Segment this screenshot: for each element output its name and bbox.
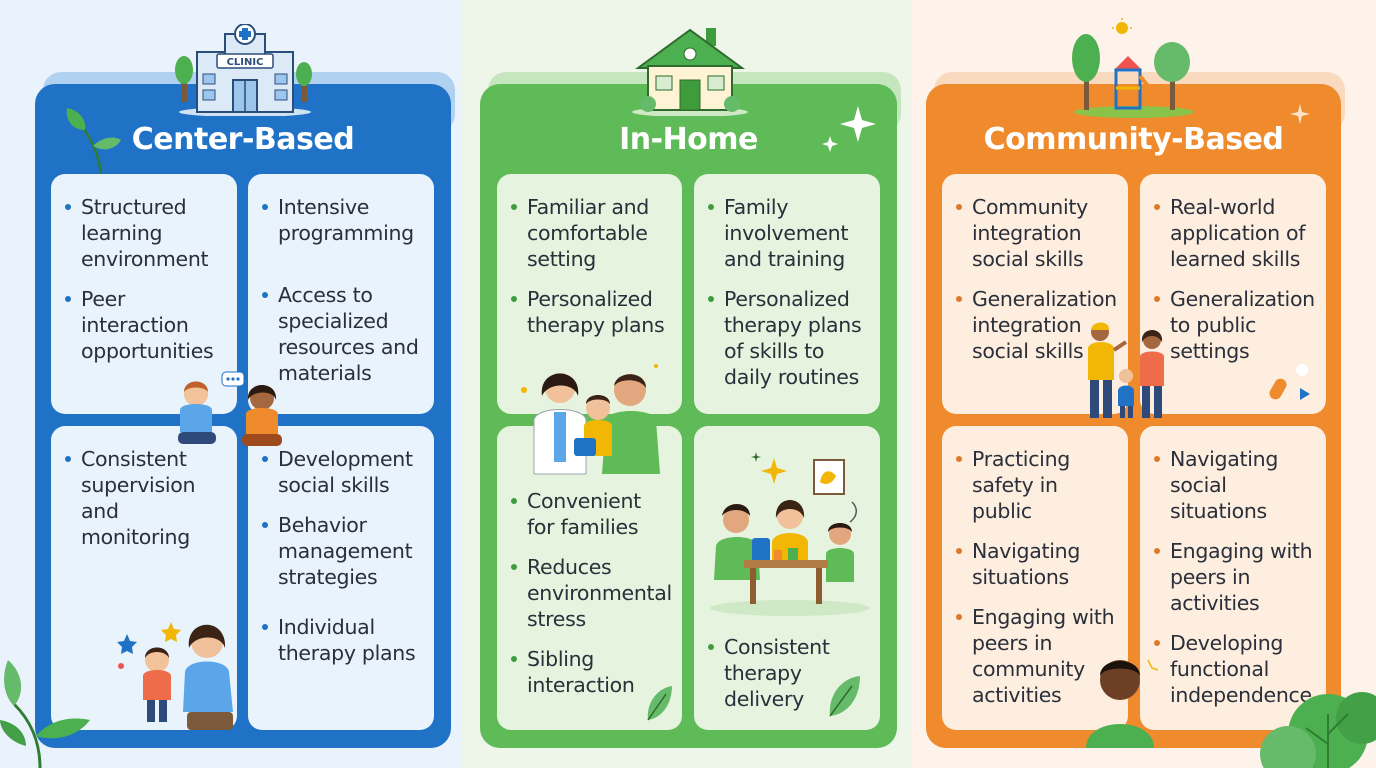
community-card-3-list: Practicing safety in public Navigating s… xyxy=(956,446,1116,708)
family-table-icon xyxy=(710,452,870,616)
home-card-2-list: Family involvement and training Personal… xyxy=(708,194,868,390)
center-card-2-list: Intensive programming Access to speciali… xyxy=(262,194,422,386)
clinic-sign-text: CLINIC xyxy=(227,57,264,68)
list-item: Community integration social skills xyxy=(956,194,1116,272)
center-based-title: Center-Based xyxy=(131,122,355,157)
list-item: Reduces environmental stress xyxy=(511,555,672,631)
list-item: Consistent therapy delivery xyxy=(708,634,868,712)
community-based-panel: Community-Based Community integration so… xyxy=(926,18,1345,748)
list-item: Development social skills xyxy=(262,446,422,498)
list-item: Generalization integration social skills xyxy=(956,287,1117,363)
list-item: Sibling interaction xyxy=(511,646,670,698)
children-playing-icon xyxy=(178,371,282,446)
home-card-3: Convenient for families Reduces environm… xyxy=(497,426,682,730)
leaf-icon xyxy=(66,108,121,175)
list-item: Convenient for families xyxy=(511,488,670,540)
list-item: Personalized therapy plans xyxy=(511,286,670,338)
list-item: Practicing safety in public xyxy=(956,446,1116,524)
community-based-title: Community-Based xyxy=(983,122,1284,157)
center-card-4-list: Development social skills Behavior manag… xyxy=(262,446,422,666)
community-card-1-list: Community integration social skills Gene… xyxy=(956,194,1117,364)
center-card-1-list: Structured learning environment Peer int… xyxy=(65,194,225,364)
home-card-3-list: Convenient for families Reduces environm… xyxy=(511,488,672,698)
leaf-icon xyxy=(647,686,672,721)
list-item: Intensive programming xyxy=(262,194,422,246)
center-card-2: Intensive programming Access to speciali… xyxy=(248,174,434,414)
list-item: Peer interaction opportunities xyxy=(65,286,225,364)
center-card-1: Structured learning environment Peer int… xyxy=(51,174,237,414)
home-card-1-list: Familiar and comfortable setting Persona… xyxy=(511,194,670,338)
leaf-icon xyxy=(829,676,860,717)
list-item: Family involvement and training xyxy=(708,194,868,272)
family-walking-icon xyxy=(1088,322,1164,418)
in-home-panel: In-Home Familiar and comfortable setting… xyxy=(480,28,901,748)
home-card-4-list: Consistent therapy delivery xyxy=(708,634,868,712)
community-card-2-list: Real-world application of learned skills… xyxy=(1154,194,1315,364)
community-card-3: Practicing safety in public Navigating s… xyxy=(942,426,1128,730)
community-card-4-list: Navigating social situations Engaging wi… xyxy=(1154,446,1314,708)
list-item: Developing functional independence xyxy=(1154,630,1314,708)
list-item: Personalized therapy plans of skills to … xyxy=(708,286,868,390)
list-item: Generalization to public settings xyxy=(1154,287,1315,363)
list-item: Behavior management strategies xyxy=(262,512,422,590)
list-item: Individual therapy plans xyxy=(262,614,422,666)
center-based-panel: CLINIC Center-Based Structured learning … xyxy=(35,24,455,748)
list-item: Real-world application of learned skills xyxy=(1154,194,1314,272)
list-item: Familiar and comfortable setting xyxy=(511,194,670,272)
list-item: Navigating situations xyxy=(956,538,1116,590)
shapes-decor-icon xyxy=(1269,364,1310,400)
plant-left-icon xyxy=(0,660,90,768)
home-card-2: Family involvement and training Personal… xyxy=(694,174,880,414)
community-card-4: Navigating social situations Engaging wi… xyxy=(1140,426,1326,730)
therapist-family-icon xyxy=(521,364,660,475)
sparkle-icon xyxy=(822,106,876,152)
sparkle-icon xyxy=(1290,104,1310,124)
park-playground-icon xyxy=(1072,18,1194,118)
home-card-1: Familiar and comfortable setting Persona… xyxy=(497,174,682,414)
list-item: Consistent supervision and monitoring xyxy=(65,446,225,550)
mother-child-icon xyxy=(117,622,233,730)
center-card-4: Development social skills Behavior manag… xyxy=(248,426,434,730)
list-item: Engaging with peers in activities xyxy=(1154,539,1313,615)
in-home-title: In-Home xyxy=(619,122,758,157)
boy-portrait-icon xyxy=(1086,659,1159,748)
clinic-building-icon: CLINIC xyxy=(175,24,312,116)
house-icon xyxy=(632,28,748,116)
list-item: Engaging with peers in community activit… xyxy=(956,605,1115,707)
center-card-3-list: Consistent supervision and monitoring xyxy=(65,446,225,550)
list-item: Structured learning environment xyxy=(65,194,225,272)
bush-right-icon xyxy=(1260,692,1376,768)
list-item: Access to specialized resources and mate… xyxy=(262,282,422,386)
community-card-2: Real-world application of learned skills… xyxy=(1140,174,1326,414)
list-item: Navigating social situations xyxy=(1154,446,1314,524)
